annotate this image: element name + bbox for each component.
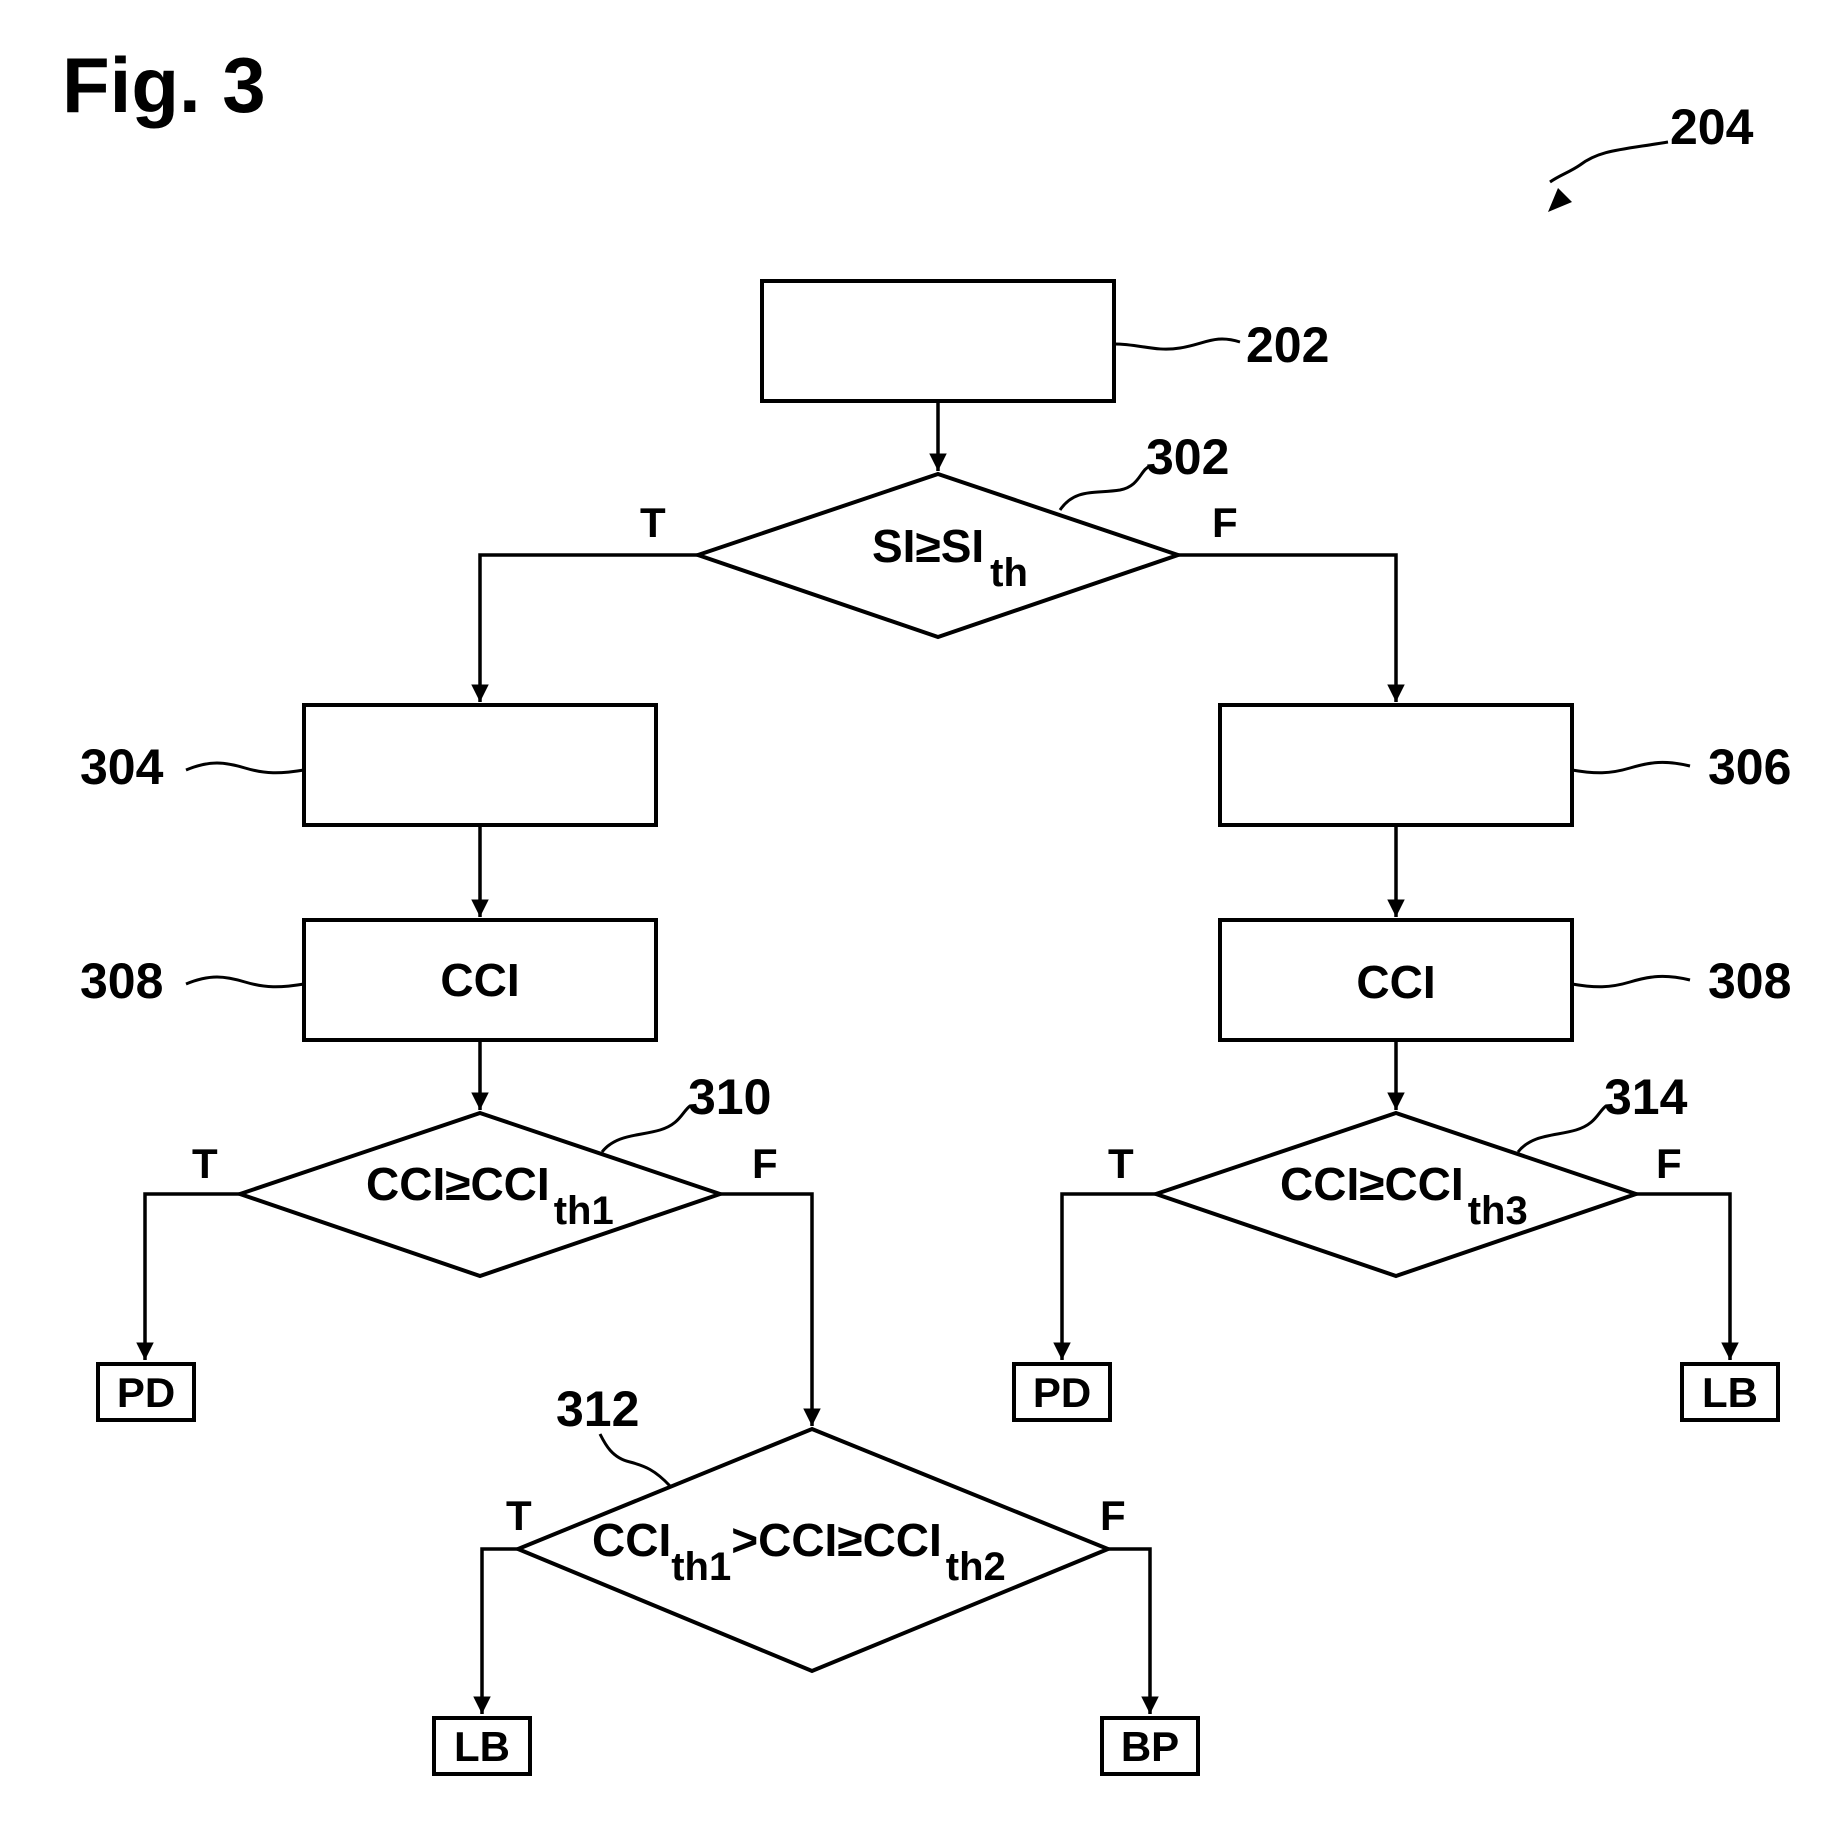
ref-308-right-label: 308 xyxy=(1708,953,1791,1009)
decision-314-text: CCI≥CCIth3 xyxy=(1280,1158,1528,1233)
decision-314-false-label: F xyxy=(1656,1140,1682,1187)
terminal-lb-bottom xyxy=(432,1716,532,1776)
terminal-lb-right-text: LB xyxy=(1702,1369,1758,1416)
decision-310 xyxy=(233,1110,727,1279)
ref-204-label: 204 xyxy=(1670,99,1754,155)
ref-312-label: 312 xyxy=(556,1381,639,1437)
box-308-right-text: CCI xyxy=(1356,956,1435,1008)
terminal-bp-bottom-text: BP xyxy=(1121,1723,1179,1770)
figure-title: Fig. 3 xyxy=(62,41,266,129)
ref-302-leader xyxy=(1058,464,1151,511)
terminal-pd-right xyxy=(1012,1362,1112,1422)
decision-314-true-label: T xyxy=(1108,1140,1134,1187)
ref-204-leader xyxy=(1549,140,1669,184)
ref-312-leader xyxy=(598,1433,672,1488)
ref-202-label: 202 xyxy=(1246,317,1329,373)
ref-304-label: 304 xyxy=(80,739,164,795)
decision-314-sub: th3 xyxy=(1468,1189,1528,1233)
ref-310-label: 310 xyxy=(688,1069,771,1125)
ref-306-label: 306 xyxy=(1708,739,1791,795)
decision-314-main: CCI≥CCI xyxy=(1280,1158,1464,1210)
decision-312-true-label: T xyxy=(506,1492,532,1539)
decision-310-sub: th1 xyxy=(554,1189,614,1233)
arrow-312-false-to-bp xyxy=(1108,1547,1159,1714)
ref-314-label: 314 xyxy=(1604,1069,1688,1125)
decision-302-text: SI≥SIth xyxy=(872,520,1028,595)
ref-308-left-label: 308 xyxy=(80,953,163,1009)
decision-302 xyxy=(691,471,1185,640)
decision-312 xyxy=(512,1426,1114,1674)
arrow-312-true-to-lb xyxy=(473,1547,518,1714)
box-308-left-text: CCI xyxy=(440,954,519,1006)
terminal-pd-left xyxy=(96,1362,196,1422)
process-box-306 xyxy=(1218,703,1574,827)
terminal-lb-bottom-text: LB xyxy=(454,1723,510,1770)
decision-302-sub: th xyxy=(990,551,1028,595)
decision-312-main-a: CCI xyxy=(592,1514,671,1566)
arrow-302-true-to-304 xyxy=(471,553,698,702)
decision-302-true-label: T xyxy=(640,499,666,546)
ref-304-leader xyxy=(185,761,305,775)
ref-306-leader xyxy=(1571,760,1691,775)
terminal-bp-bottom xyxy=(1100,1716,1200,1776)
terminal-lb-right xyxy=(1680,1362,1780,1422)
ref-308-right-leader xyxy=(1571,974,1691,989)
process-box-202 xyxy=(760,279,1116,403)
arrow-310-false-to-312 xyxy=(720,1192,821,1426)
decision-312-main-b: >CCI≥CCI xyxy=(731,1514,942,1566)
ref-302-label: 302 xyxy=(1146,429,1229,485)
terminal-pd-left-text: PD xyxy=(117,1369,175,1416)
arrow-310-true-to-pd xyxy=(136,1192,240,1360)
decision-310-false-label: F xyxy=(752,1140,778,1187)
ref-314-leader xyxy=(1516,1104,1607,1153)
decision-312-text: CCIth1>CCI≥CCIth2 xyxy=(592,1514,1006,1589)
decision-314 xyxy=(1149,1110,1643,1279)
arrow-302-false-to-306 xyxy=(1178,553,1405,702)
ref-202-leader xyxy=(1113,337,1241,351)
ref-308-left-leader xyxy=(185,975,305,989)
process-box-308-left xyxy=(302,918,658,1042)
decision-310-true-label: T xyxy=(192,1140,218,1187)
process-box-304 xyxy=(302,703,658,827)
decision-302-false-label: F xyxy=(1212,499,1238,546)
decision-310-main: CCI≥CCI xyxy=(366,1158,550,1210)
decision-310-text: CCI≥CCIth1 xyxy=(366,1158,614,1233)
terminal-pd-right-text: PD xyxy=(1033,1369,1091,1416)
ref-204-arrowhead xyxy=(1548,188,1572,212)
decision-312-sub-b: th2 xyxy=(946,1545,1006,1589)
arrow-314-true-to-pd xyxy=(1053,1192,1156,1360)
decision-312-sub-a: th1 xyxy=(671,1545,731,1589)
process-box-308-right xyxy=(1218,918,1574,1042)
decision-312-false-label: F xyxy=(1100,1492,1126,1539)
decision-302-main: SI≥SI xyxy=(872,520,984,572)
arrow-314-false-to-lb xyxy=(1636,1192,1739,1360)
ref-310-leader xyxy=(600,1104,691,1153)
